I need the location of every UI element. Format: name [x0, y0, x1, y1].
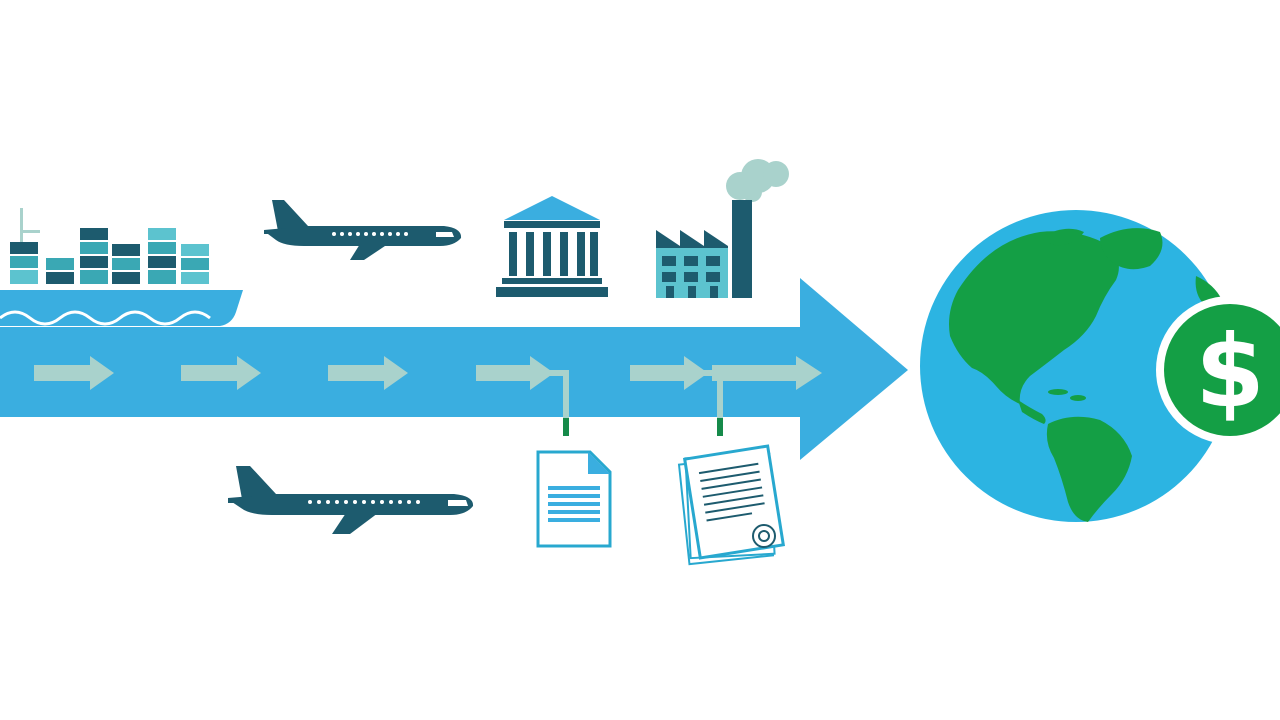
inner-arrow — [181, 356, 261, 390]
factory-icon — [656, 159, 789, 298]
inner-arrow — [328, 356, 408, 390]
globe-icon — [920, 210, 1232, 522]
bank-building-icon — [496, 196, 608, 297]
dollar-symbol: $ — [1195, 313, 1265, 430]
dollar-badge-icon: $ — [1156, 296, 1280, 444]
cargo-ship-icon — [0, 208, 243, 326]
document-connectors — [534, 370, 723, 436]
airplane-icon — [264, 200, 462, 260]
airplane-icon — [228, 466, 474, 534]
inner-arrow — [712, 356, 822, 390]
document-icon — [536, 450, 612, 548]
certificate-icon — [677, 444, 786, 566]
inner-arrow — [34, 356, 114, 390]
inner-arrow — [630, 356, 708, 390]
